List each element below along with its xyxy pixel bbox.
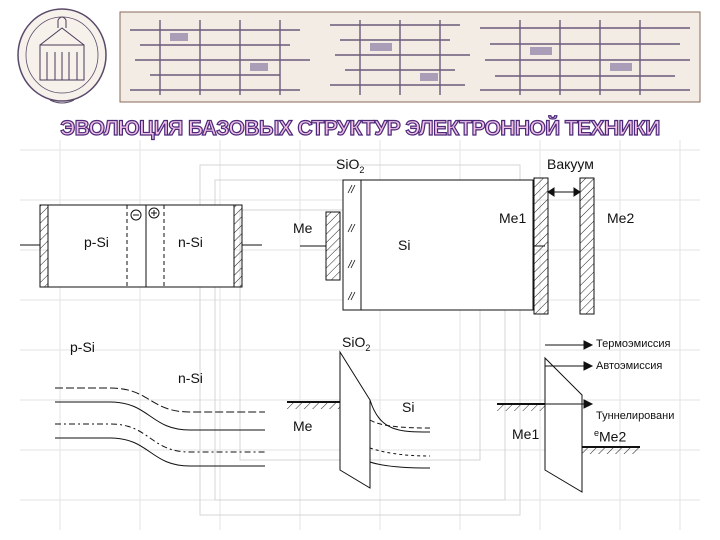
- sio2-top-label: SiO2: [336, 156, 365, 175]
- vacuum-label: Вакуум: [547, 156, 594, 172]
- band-diagram-emission: [497, 340, 640, 493]
- si-lower-label: Si: [402, 399, 415, 415]
- mos-structure: [300, 179, 545, 311]
- n-si-lower-label: n-Si: [178, 370, 203, 386]
- me2-lower-label: eMe2: [594, 428, 627, 445]
- tunneling-label: Туннелировани: [596, 410, 675, 422]
- autoemission-label: Автоэмиссия: [596, 360, 663, 372]
- me-label: Me: [293, 220, 313, 236]
- p-si-lower-label: p-Si: [70, 339, 95, 355]
- me2-label: Me2: [607, 210, 635, 226]
- thermoemission-label: Термоэмиссия: [596, 338, 671, 350]
- minus-charge-icon: [130, 209, 142, 221]
- band-diagram-mos: [287, 350, 431, 489]
- n-si-label: n-Si: [178, 234, 203, 250]
- me1-label: Me1: [499, 210, 527, 226]
- pn-junction: [20, 204, 262, 288]
- sio2-lower-label: SiO2: [342, 334, 371, 353]
- me1-lower-label: Me1: [512, 426, 540, 442]
- circuit-banner: [119, 11, 701, 103]
- me-lower-label: Me: [293, 418, 313, 434]
- plus-charge-icon: [148, 207, 160, 219]
- university-emblem-icon: [17, 8, 107, 104]
- page-title: ЭВОЛЮЦИЯ БАЗОВЫХ СТРУКТУР ЭЛЕКТРОННОЙ ТЕ…: [60, 116, 661, 140]
- p-si-label: p-Si: [84, 234, 109, 250]
- si-label: Si: [398, 237, 411, 253]
- vacuum-gap: [533, 177, 595, 315]
- band-diagram-pn: [55, 387, 265, 467]
